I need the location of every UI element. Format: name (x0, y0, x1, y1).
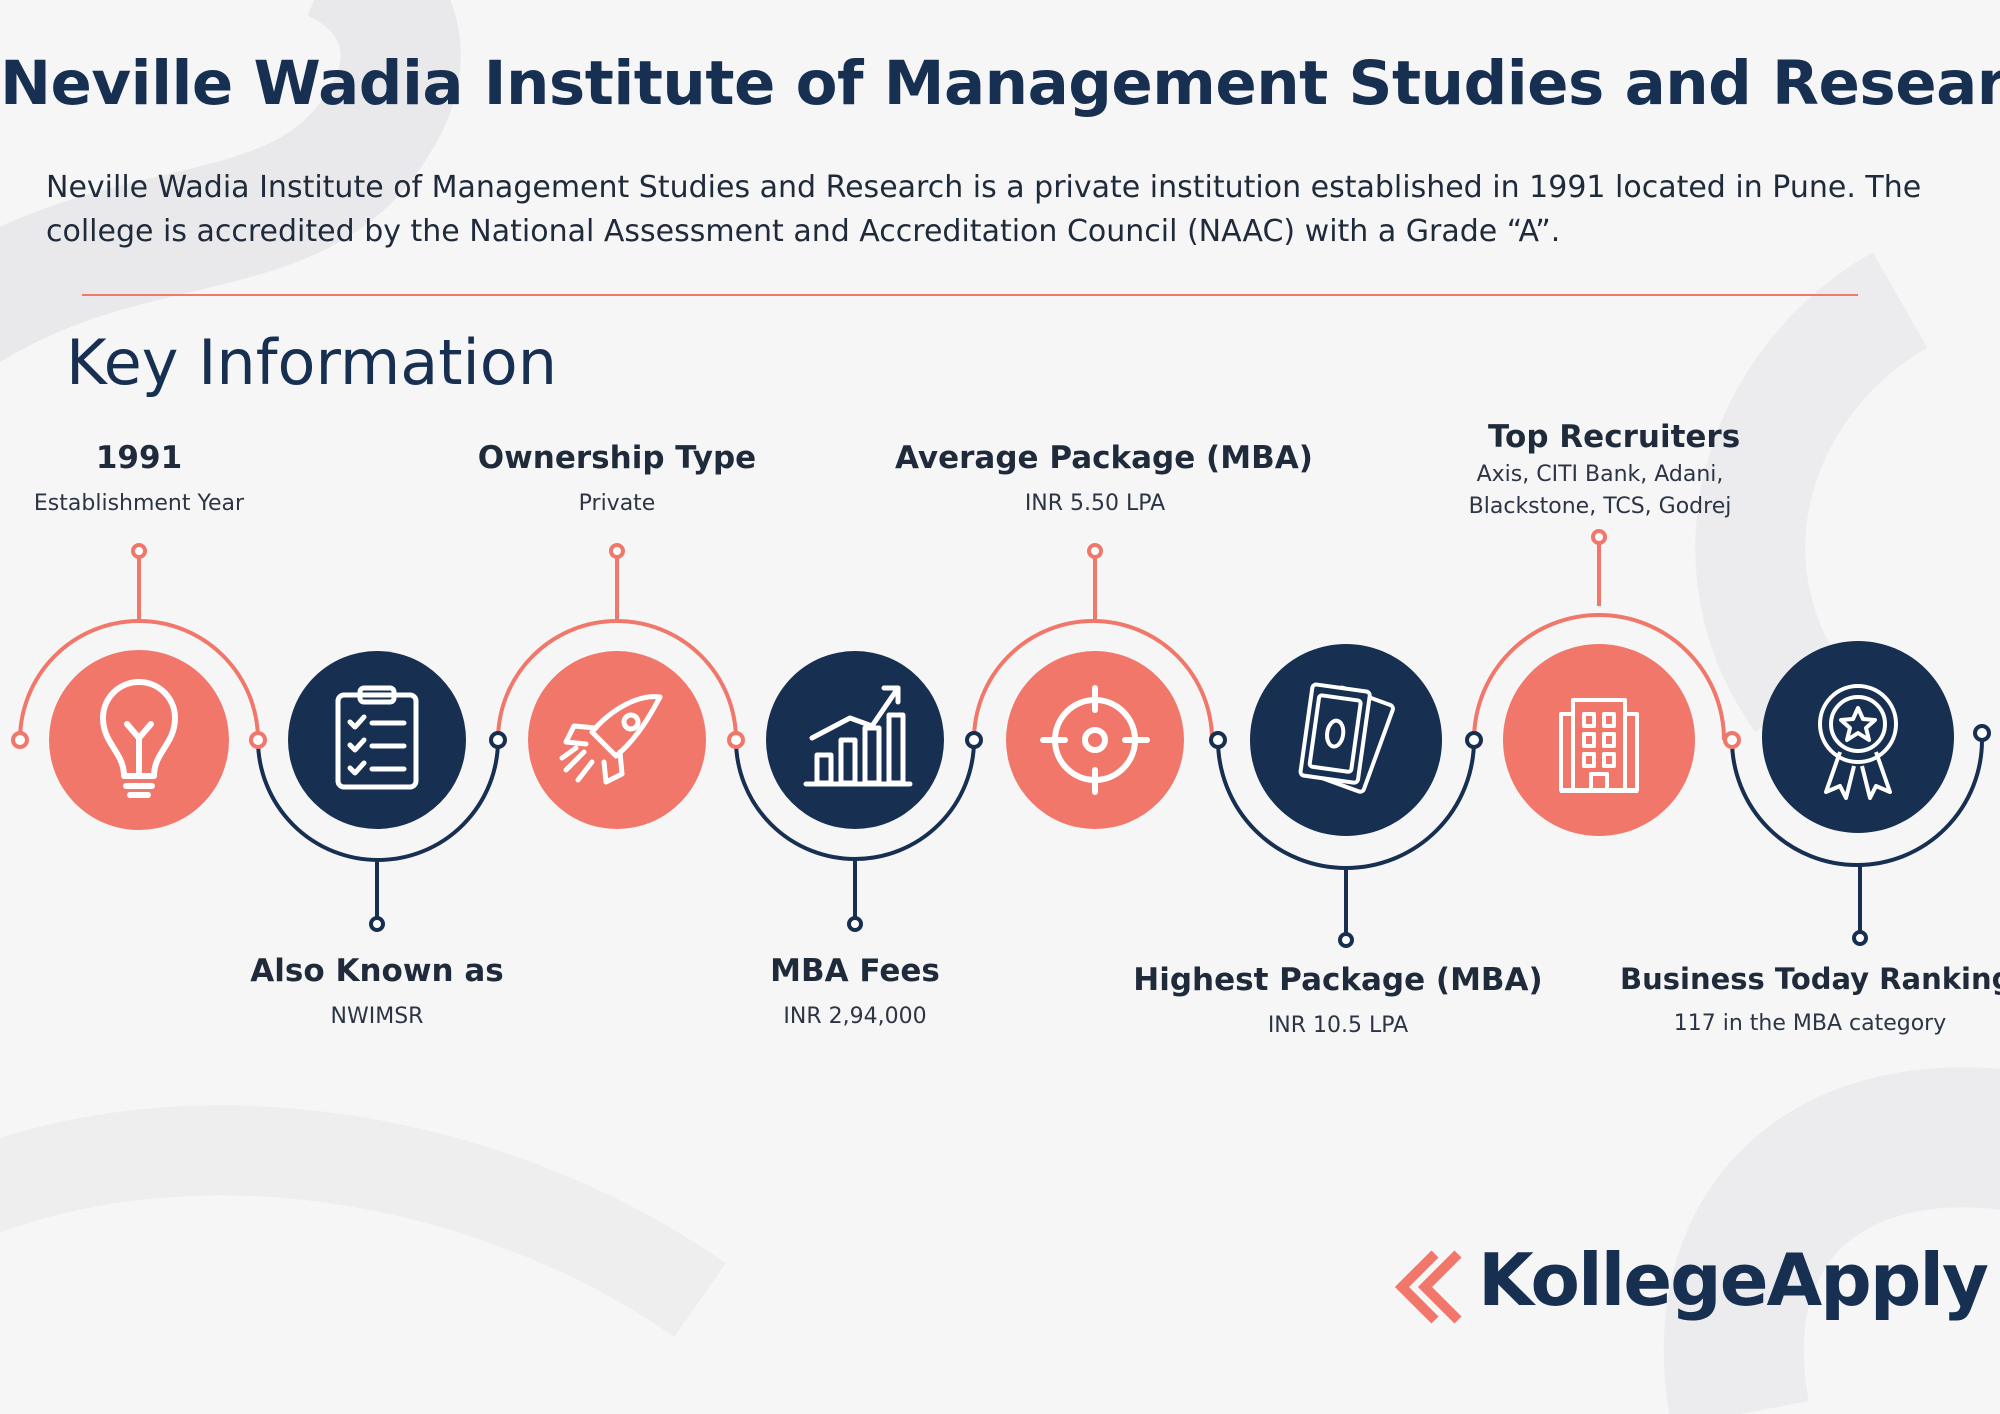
award-badge-icon (1762, 641, 1954, 833)
item-heading: Also Known as (250, 953, 504, 989)
target-icon (1006, 651, 1184, 829)
item-heading: 1991 (95, 440, 183, 476)
kollegeapply-logo-icon (1394, 1250, 1462, 1324)
info-item-establishment: 1991 Establishment Year (19, 440, 259, 520)
office-building-icon (1503, 644, 1695, 836)
rocket-icon (528, 651, 706, 829)
section-title: Key Information (66, 326, 558, 399)
item-heading: Business Today Ranking (1620, 962, 2000, 996)
item-subtext: INR 5.50 LPA (1024, 491, 1166, 516)
item-heading: Highest Package (MBA) (1133, 962, 1543, 998)
page-title: Neville Wadia Institute of Management St… (0, 48, 2000, 119)
info-item-ownership: Ownership Type Private (457, 440, 777, 520)
info-item-mba-fees: MBA Fees INR 2,94,000 (695, 953, 1015, 1033)
item-subtext: Axis, CITI Bank, Adani, (1476, 462, 1724, 487)
institute-description: Neville Wadia Institute of Management St… (46, 166, 1966, 254)
item-subtext: 117 in the MBA category (1673, 1011, 1947, 1036)
info-item-highest-package: Highest Package (MBA) INR 10.5 LPA (1128, 962, 1548, 1042)
description-line-2: college is accredited by the National As… (46, 214, 1561, 249)
item-heading: MBA Fees (770, 953, 940, 989)
item-subtext: INR 2,94,000 (783, 1004, 927, 1029)
item-subtext: Private (578, 491, 656, 516)
clipboard-checklist-icon (288, 651, 466, 829)
item-subtext: NWIMSR (330, 1004, 424, 1029)
money-icon (1250, 644, 1442, 836)
info-item-business-today: Business Today Ranking 117 in the MBA ca… (1620, 962, 2000, 1040)
info-item-also-known: Also Known as NWIMSR (217, 953, 537, 1033)
item-subtext: INR 10.5 LPA (1267, 1013, 1409, 1038)
info-item-top-recruiters: Top Recruiters Axis, CITI Bank, Adani, B… (1440, 419, 1760, 523)
item-subtext: Establishment Year (33, 491, 245, 516)
divider (82, 294, 1858, 296)
growth-chart-icon (766, 651, 944, 829)
brand-name: KollegeApply (1478, 1238, 1989, 1322)
info-item-average-package: Average Package (MBA) INR 5.50 LPA (895, 440, 1313, 520)
description-line-1: Neville Wadia Institute of Management St… (46, 170, 1922, 205)
item-subtext-2: Blackstone, TCS, Godrej (1468, 494, 1732, 519)
item-heading: Ownership Type (477, 440, 757, 476)
item-heading: Average Package (MBA) (895, 440, 1313, 476)
item-heading: Top Recruiters (1488, 419, 1741, 455)
lightbulb-icon (49, 650, 229, 830)
